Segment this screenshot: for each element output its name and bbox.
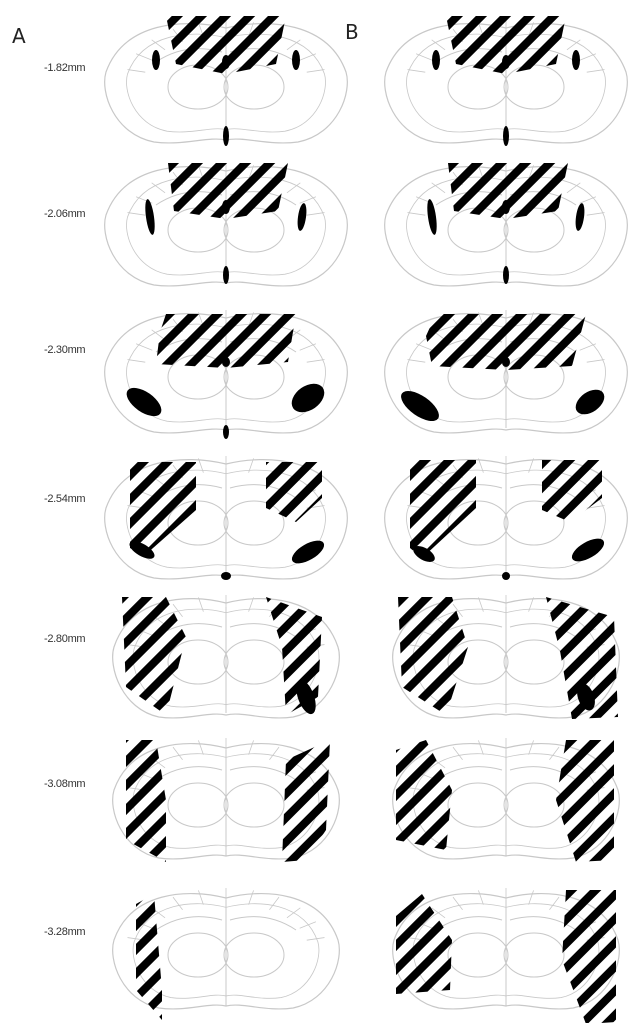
lesion-solid-area: [503, 126, 509, 146]
lesion-solid-area: [292, 50, 300, 70]
brain-section: [105, 163, 348, 286]
lesion-solid-area: [502, 357, 510, 367]
lesion-solid-area: [222, 200, 230, 214]
brain-section: [385, 16, 628, 146]
brain-section: [105, 310, 348, 439]
brain-section: [393, 888, 620, 1023]
lesion-solid-area: [223, 126, 229, 146]
lesion-solid-area: [223, 425, 229, 439]
lesion-solid-area: [572, 50, 580, 70]
brain-section: [113, 595, 340, 718]
brain-section: [385, 163, 628, 286]
brain-section: [385, 310, 628, 433]
lesion-solid-area: [503, 266, 509, 284]
brain-section: [393, 738, 620, 862]
brain-section: [105, 16, 348, 146]
lesion-solid-area: [222, 55, 230, 69]
brain-section: [113, 738, 340, 862]
lesion-solid-area: [222, 357, 230, 367]
brain-section: [393, 595, 620, 719]
lesion-solid-area: [432, 50, 440, 70]
brain-section: [385, 456, 628, 580]
brain-section: [105, 456, 348, 580]
lesion-solid-area: [223, 266, 229, 284]
lesion-solid-area: [221, 572, 231, 580]
lesion-solid-area: [502, 572, 510, 580]
lesion-solid-area: [502, 55, 510, 69]
lesion-solid-area: [152, 50, 160, 70]
brain-section: [113, 888, 340, 1020]
lesion-solid-area: [502, 200, 510, 214]
